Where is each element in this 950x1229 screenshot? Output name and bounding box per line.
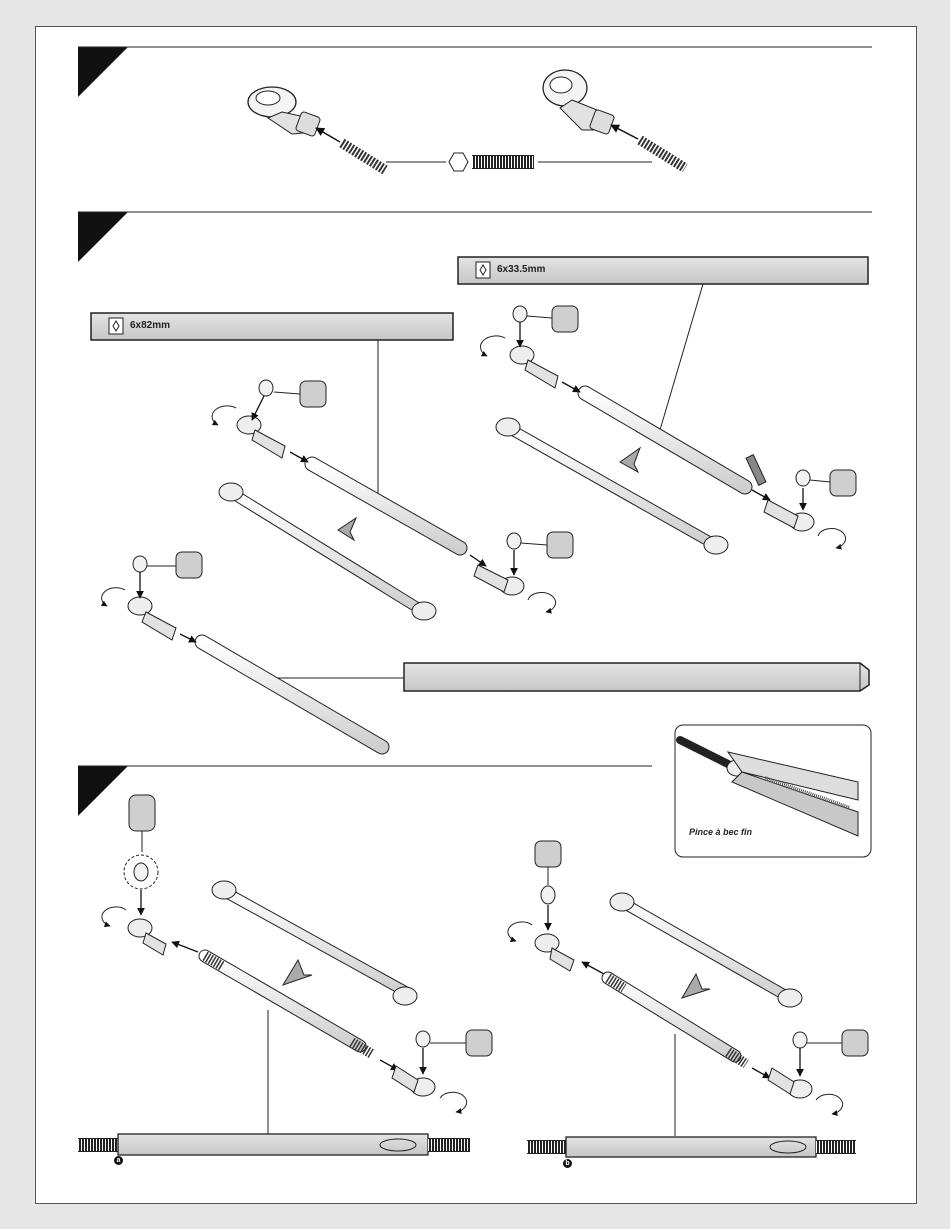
direction-arrow-icon bbox=[620, 448, 640, 472]
step-3-corner-marker bbox=[78, 766, 128, 816]
step-2 bbox=[78, 212, 872, 747]
rotate-arrow-icon bbox=[102, 588, 125, 606]
length-bar-a bbox=[118, 1134, 428, 1155]
set-screw-left bbox=[316, 128, 385, 170]
step-1-corner-marker bbox=[78, 47, 128, 97]
direction-arrow-icon bbox=[682, 974, 710, 998]
link-assembly-right bbox=[480, 306, 856, 548]
rotate-arrow-icon bbox=[528, 593, 556, 612]
rotate-arrow-icon bbox=[212, 406, 236, 425]
rotate-arrow-icon bbox=[440, 1092, 467, 1112]
step-1 bbox=[78, 47, 872, 171]
hex-wrench-icon bbox=[449, 153, 468, 171]
link-assembled-left bbox=[219, 483, 436, 620]
length-bar-b bbox=[566, 1137, 816, 1157]
rotate-arrow-icon bbox=[508, 922, 532, 941]
rotate-arrow-icon bbox=[480, 336, 505, 356]
rotate-arrow-icon bbox=[816, 1094, 843, 1114]
rod-end-right bbox=[543, 70, 615, 135]
length-reference-bar bbox=[404, 663, 869, 691]
link-assembled-right bbox=[496, 418, 728, 554]
marker-a: a bbox=[114, 1156, 123, 1165]
link-assembly-left bbox=[212, 380, 573, 612]
rotate-arrow-icon bbox=[818, 529, 846, 548]
rod-end-left bbox=[248, 87, 321, 137]
link-assembly-lower-left bbox=[102, 552, 404, 747]
direction-arrow-icon bbox=[283, 960, 312, 985]
spec-label-left: 6x82mm bbox=[130, 320, 170, 331]
inset-caption: Pince à bec fin bbox=[689, 827, 752, 837]
rotate-arrow-icon bbox=[102, 907, 126, 926]
step-2-corner-marker bbox=[78, 212, 128, 262]
spec-label-right: 6x33.5mm bbox=[497, 264, 545, 275]
marker-b: b bbox=[563, 1159, 572, 1168]
direction-arrow-icon bbox=[338, 518, 356, 540]
inset-pliers bbox=[675, 725, 871, 857]
